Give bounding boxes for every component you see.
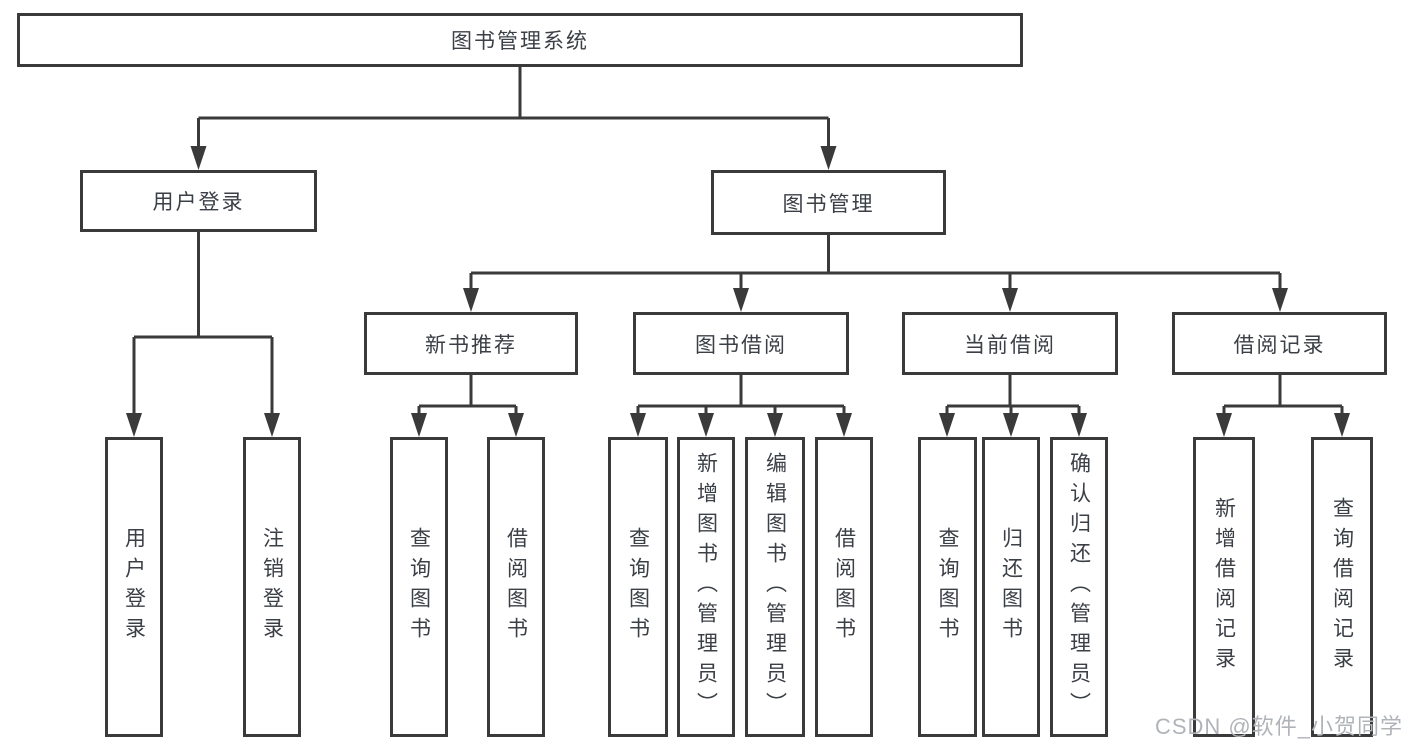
node-new-book-recommend: 新书推荐 xyxy=(364,312,578,375)
leaf-add-borrow-record: 新增借阅记录 xyxy=(1193,437,1255,737)
leaf-confirm-return-admin: 确认归还（管理员） xyxy=(1050,437,1108,737)
node-user-login: 用户登录 xyxy=(80,170,317,232)
leaf-query-borrow-record: 查询借阅记录 xyxy=(1311,437,1373,737)
leaf-confirm-return-admin-label: 确认归还（管理员） xyxy=(1067,452,1091,722)
leaf-return-books-label: 归还图书 xyxy=(999,527,1023,647)
node-book-borrow: 图书借阅 xyxy=(633,312,849,375)
leaf-query-books-borrow: 查询图书 xyxy=(608,437,668,737)
leaf-add-borrow-record-label: 新增借阅记录 xyxy=(1212,497,1236,677)
leaf-edit-books-admin: 编辑图书（管理员） xyxy=(745,437,805,737)
leaf-user-login: 用户登录 xyxy=(105,437,163,737)
leaf-query-books-current: 查询图书 xyxy=(918,437,977,737)
node-new-book-recommend-label: 新书推荐 xyxy=(425,333,517,357)
node-book-borrow-label: 图书借阅 xyxy=(695,333,787,357)
leaf-logout: 注销登录 xyxy=(243,437,301,737)
leaf-query-borrow-record-label: 查询借阅记录 xyxy=(1330,497,1354,677)
leaf-borrow-books-recommend: 借阅图书 xyxy=(487,437,545,737)
node-current-borrow-label: 当前借阅 xyxy=(964,333,1056,357)
leaf-add-books-admin-label: 新增图书（管理员） xyxy=(694,452,718,722)
leaf-borrow-books-recommend-label: 借阅图书 xyxy=(504,527,528,647)
leaf-query-books-recommend-label: 查询图书 xyxy=(407,527,431,647)
leaf-return-books: 归还图书 xyxy=(982,437,1040,737)
arrowheads xyxy=(126,146,1350,437)
leaf-edit-books-admin-label: 编辑图书（管理员） xyxy=(763,452,787,722)
leaf-query-books-current-label: 查询图书 xyxy=(936,527,959,647)
node-book-management-label: 图书管理 xyxy=(782,192,875,216)
node-book-management: 图书管理 xyxy=(711,170,946,235)
leaf-borrow-books: 借阅图书 xyxy=(815,437,873,737)
leaf-borrow-books-label: 借阅图书 xyxy=(832,527,856,647)
leaf-add-books-admin: 新增图书（管理员） xyxy=(677,437,735,737)
leaf-query-books-borrow-label: 查询图书 xyxy=(626,527,650,647)
node-borrow-record: 借阅记录 xyxy=(1172,312,1387,375)
node-root-label: 图书管理系统 xyxy=(451,30,589,53)
node-root-system: 图书管理系统 xyxy=(17,13,1023,67)
leaf-logout-label: 注销登录 xyxy=(260,527,284,647)
node-user-login-label: 用户登录 xyxy=(152,191,245,214)
node-borrow-record-label: 借阅记录 xyxy=(1233,333,1326,357)
leaf-user-login-label: 用户登录 xyxy=(122,527,146,647)
node-current-borrow: 当前借阅 xyxy=(902,312,1118,375)
csdn-watermark: CSDN @软件_小贺同学 xyxy=(1154,714,1403,739)
leaf-query-books-recommend: 查询图书 xyxy=(390,437,448,737)
